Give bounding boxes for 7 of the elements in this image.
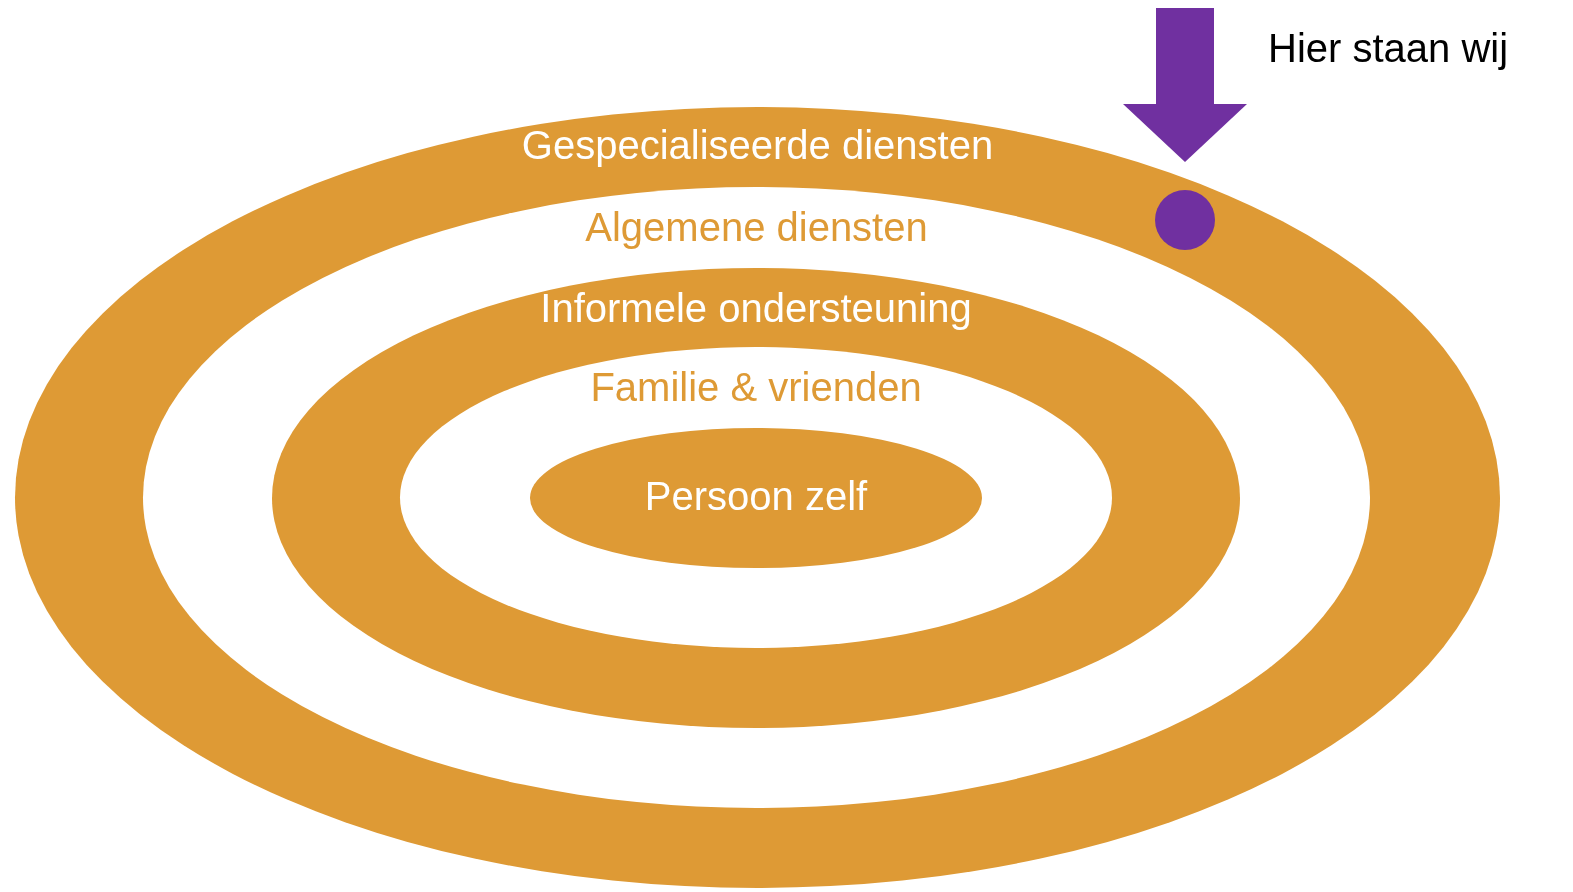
ring-label: Informele ondersteuning	[539, 286, 973, 331]
ring-label: Gespecialiseerde diensten	[520, 123, 995, 168]
ring-label: Persoon zelf	[643, 474, 869, 519]
ring-label: Algemene diensten	[584, 205, 929, 250]
arrow	[1123, 8, 1247, 162]
caption-text: Hier staan wij	[1268, 26, 1509, 71]
ring-label: Familie & vrienden	[589, 365, 923, 410]
